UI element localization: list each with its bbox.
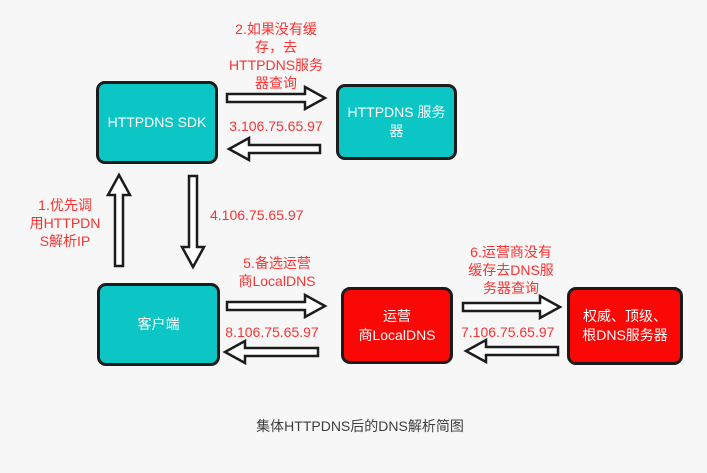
arrow-client-to-carrier bbox=[225, 292, 328, 320]
annotation-step8: 8.106.75.65.97 bbox=[225, 324, 319, 340]
annotation-step1: 1.优先调 用HTTPDN S解析IP bbox=[29, 197, 101, 249]
annotation-step3: 3.106.75.65.97 bbox=[229, 118, 323, 134]
annotation-step5: 5.备选运营 商LocalDNS bbox=[238, 255, 316, 289]
diagram-caption: 集体HTTPDNS后的DNS解析简图 bbox=[256, 418, 464, 434]
annotation-step2: 2.如果没有缓 存，去 HTTPDNS服务 器查询 bbox=[228, 21, 324, 91]
annotation-step7: 7.106.75.65.97 bbox=[461, 324, 555, 340]
node-httpdns-sdk: HTTPDNS SDK bbox=[96, 81, 218, 164]
annotation-step6: 6.运营商没有 缓存去DNS服 务器查询 bbox=[468, 244, 554, 296]
node-carrier-localdns: 运营 商LocalDNS bbox=[341, 287, 453, 364]
arrow-carrier-to-rootdns bbox=[461, 293, 563, 321]
arrow-rootdns-to-carrier bbox=[463, 337, 560, 365]
arrow-sdk-to-client bbox=[179, 174, 207, 270]
node-httpdns-server: HTTPDNS 服务 器 bbox=[336, 84, 457, 160]
node-client: 客户端 bbox=[97, 283, 220, 366]
node-root-dns-server: 权威、顶级、 根DNS服务器 bbox=[567, 287, 683, 365]
arrow-client-to-sdk bbox=[105, 172, 133, 268]
arrow-server-to-sdk bbox=[226, 135, 322, 163]
annotation-step4: 4.106.75.65.97 bbox=[210, 207, 304, 223]
arrow-carrier-to-client bbox=[222, 338, 320, 366]
